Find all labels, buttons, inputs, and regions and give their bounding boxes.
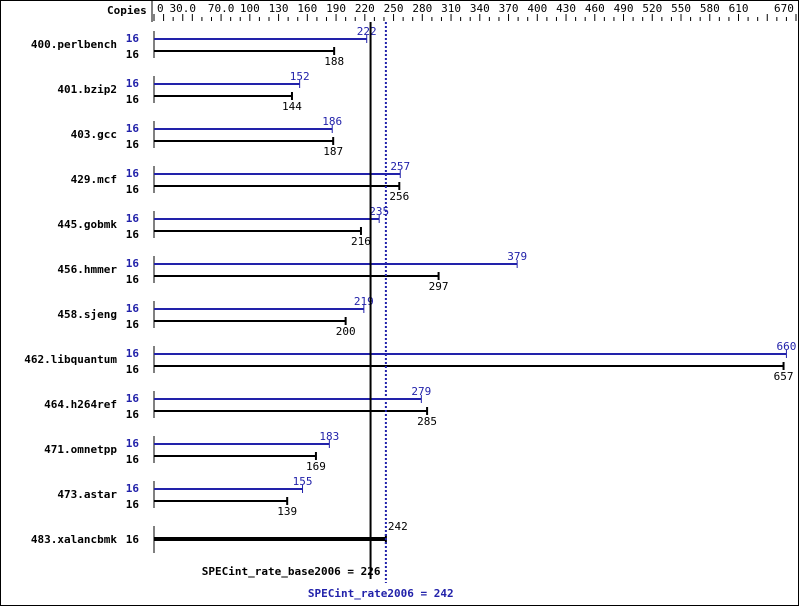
tick-label: 130 — [269, 2, 289, 15]
base-value: 242 — [388, 520, 408, 533]
tick-label: 670 — [774, 2, 794, 15]
base-value: 285 — [417, 415, 437, 428]
tick-label: 0 — [157, 2, 164, 15]
peak-value: 257 — [390, 160, 410, 173]
tick-label: 280 — [412, 2, 432, 15]
benchmark-label: 445.gobmk — [57, 218, 117, 231]
tick-label: 250 — [384, 2, 404, 15]
tick-label: 160 — [297, 2, 317, 15]
base-copies: 16 — [126, 183, 140, 196]
peak-value: 660 — [776, 340, 796, 353]
peak-value: 155 — [293, 475, 313, 488]
tick-label: 520 — [642, 2, 662, 15]
tick-label: 610 — [729, 2, 749, 15]
peak-value: 186 — [322, 115, 342, 128]
base-value: 139 — [277, 505, 297, 518]
peak-value: 235 — [369, 205, 389, 218]
tick-label: 30.0 — [170, 2, 197, 15]
benchmark-label: 483.xalancbmk — [31, 533, 117, 546]
benchmark-label: 464.h264ref — [44, 398, 117, 411]
benchmark-label: 462.libquantum — [24, 353, 117, 366]
base-value: 297 — [429, 280, 449, 293]
base-copies: 16 — [126, 408, 140, 421]
benchmark-label: 471.omnetpp — [44, 443, 117, 456]
base-value: 256 — [389, 190, 409, 203]
tick-label: 310 — [441, 2, 461, 15]
tick-label: 100 — [240, 2, 260, 15]
peak-value: 279 — [411, 385, 431, 398]
benchmark-label: 403.gcc — [71, 128, 117, 141]
tick-label: 190 — [326, 2, 346, 15]
benchmark-label: 400.perlbench — [31, 38, 117, 51]
tick-label: 430 — [556, 2, 576, 15]
base-value: 144 — [282, 100, 302, 113]
peak-value: 183 — [319, 430, 339, 443]
base-copies: 16 — [126, 533, 140, 546]
tick-label: 70.0 — [208, 2, 235, 15]
base-copies: 16 — [126, 93, 140, 106]
benchmark-label: 458.sjeng — [57, 308, 117, 321]
peak-copies: 16 — [126, 77, 140, 90]
peak-copies: 16 — [126, 32, 140, 45]
peak-value: 379 — [507, 250, 527, 263]
benchmark-label: 456.hmmer — [57, 263, 117, 276]
base-reference-label: SPECint_rate_base2006 = 226 — [202, 565, 381, 578]
base-copies: 16 — [126, 363, 140, 376]
base-copies: 16 — [126, 273, 140, 286]
base-value: 200 — [336, 325, 356, 338]
peak-copies: 16 — [126, 482, 140, 495]
peak-copies: 16 — [126, 212, 140, 225]
tick-label: 370 — [499, 2, 519, 15]
tick-label: 580 — [700, 2, 720, 15]
base-copies: 16 — [126, 138, 140, 151]
peak-value: 152 — [290, 70, 310, 83]
peak-copies: 16 — [126, 347, 140, 360]
tick-label: 550 — [671, 2, 691, 15]
tick-label: 220 — [355, 2, 375, 15]
tick-label: 490 — [614, 2, 634, 15]
base-value: 187 — [323, 145, 343, 158]
peak-reference-label: SPECint_rate2006 = 242 — [308, 587, 454, 600]
base-copies: 16 — [126, 498, 140, 511]
benchmark-label: 473.astar — [57, 488, 117, 501]
base-value: 169 — [306, 460, 326, 473]
base-copies: 16 — [126, 48, 140, 61]
tick-label: 460 — [585, 2, 605, 15]
tick-label: 340 — [470, 2, 490, 15]
base-value: 657 — [774, 370, 794, 383]
peak-copies: 16 — [126, 167, 140, 180]
base-value: 216 — [351, 235, 371, 248]
benchmark-label: 401.bzip2 — [57, 83, 117, 96]
peak-copies: 16 — [126, 122, 140, 135]
peak-value: 222 — [357, 25, 377, 38]
peak-copies: 16 — [126, 257, 140, 270]
base-copies: 16 — [126, 318, 140, 331]
copies-header: Copies — [107, 4, 147, 17]
base-value: 188 — [324, 55, 344, 68]
peak-copies: 16 — [126, 437, 140, 450]
base-copies: 16 — [126, 228, 140, 241]
peak-copies: 16 — [126, 302, 140, 315]
tick-label: 400 — [527, 2, 547, 15]
peak-value: 219 — [354, 295, 374, 308]
base-copies: 16 — [126, 453, 140, 466]
benchmark-label: 429.mcf — [71, 173, 117, 186]
peak-copies: 16 — [126, 392, 140, 405]
